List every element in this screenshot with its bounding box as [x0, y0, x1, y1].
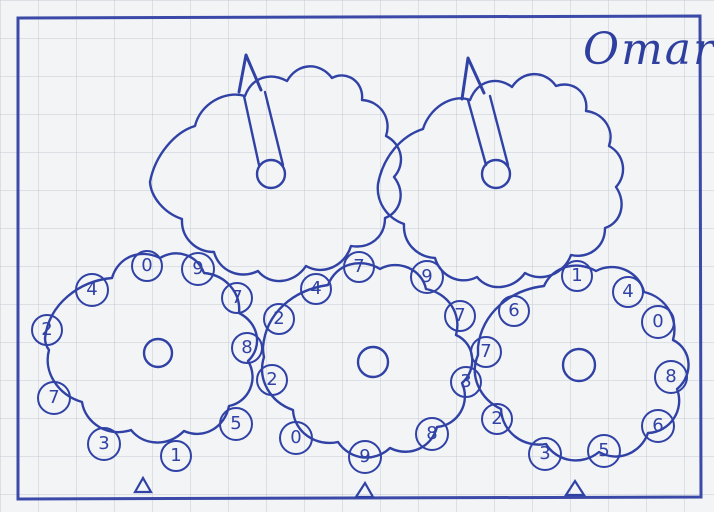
tooth-label: 3	[98, 433, 109, 454]
tooth-label: 0	[141, 255, 152, 276]
tooth-label: 8	[665, 366, 676, 387]
tooth-label: 3	[460, 371, 471, 392]
author-name: Omar	[583, 28, 714, 72]
tooth-label: 7	[454, 305, 465, 326]
tooth-label: 9	[421, 266, 432, 287]
tooth-label: 6	[508, 300, 519, 321]
tooth-label: 7	[353, 256, 364, 277]
tooth-label: 7	[48, 387, 59, 408]
tooth-label: 0	[290, 427, 301, 448]
tooth-label: 4	[86, 279, 97, 300]
tooth-label: 3	[539, 443, 550, 464]
tooth-label: 9	[359, 446, 370, 467]
tooth-label: 4	[622, 281, 633, 302]
tooth-label: 1	[170, 445, 181, 466]
tooth-label: 2	[273, 308, 284, 329]
tooth-label: 7	[231, 287, 242, 308]
tooth-label: 6	[652, 415, 663, 436]
tooth-label: 2	[266, 369, 277, 390]
tooth-label: 8	[241, 337, 252, 358]
tooth-label: 0	[652, 311, 663, 332]
tooth-label: 1	[571, 265, 582, 286]
tooth-label: 8	[426, 423, 437, 444]
tooth-label: 7	[480, 341, 491, 362]
tooth-label: 9	[192, 258, 203, 279]
tooth-label: 2	[41, 319, 52, 340]
tooth-label: 4	[310, 278, 321, 299]
tooth-label: 5	[230, 413, 241, 434]
tooth-label: 5	[598, 440, 609, 461]
tooth-label: 2	[491, 408, 502, 429]
